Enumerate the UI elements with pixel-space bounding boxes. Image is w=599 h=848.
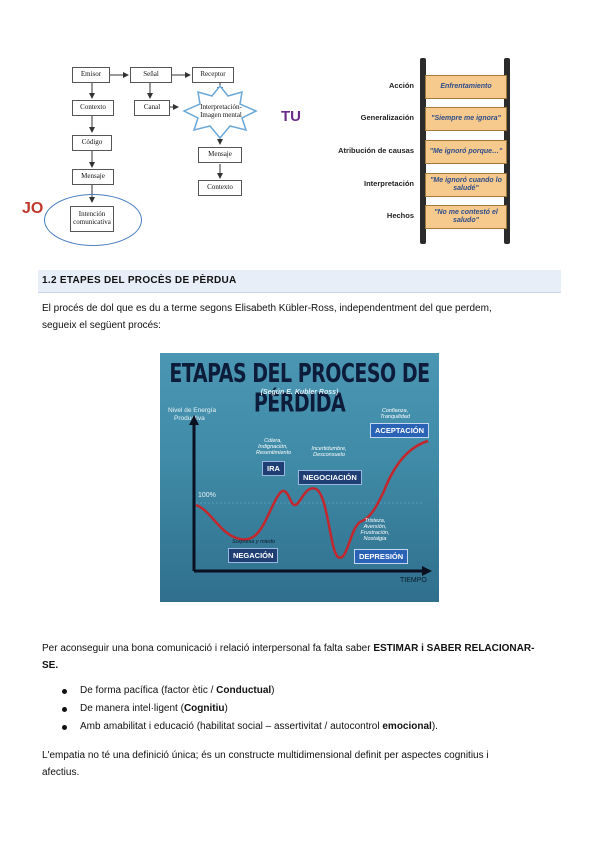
ira-note-3: Resentimiento: [256, 450, 292, 456]
negociacion-note: Incertidumbre, Desconsuelo: [304, 446, 354, 458]
poster-ylabel-1: Nivel de Energía: [168, 407, 217, 414]
interpretacion-label: Interpretación-Imagen mental: [200, 103, 242, 119]
stage-negacion: NEGACIÓN: [228, 548, 279, 563]
comm-line-1-text: Per aconseguir una bona comunicació i re…: [42, 643, 374, 654]
depresion-note: Tristeza, Aversión, Frustración, Nostalg…: [356, 518, 394, 542]
comm-line-1-bold: ESTIMAR i SABER RELACIONAR-: [373, 643, 535, 654]
comm-line-1: Per aconseguir una bona comunicació i re…: [42, 640, 534, 657]
communication-flowchart: Emisor Señal Receptor Contexto Canal Int…: [44, 56, 272, 246]
ladder-step-accion: Enfrentamiento: [425, 75, 507, 99]
ladder-label-generalizacion: Generalización: [360, 113, 414, 122]
bullet-text: Amb amabilitat i educació (habilitat soc…: [80, 721, 383, 732]
poster-y-arrow: [189, 415, 199, 425]
ladder-label-hechos: Hechos: [386, 211, 414, 220]
poster-x-arrow: [422, 566, 432, 576]
stage-aceptacion: ACEPTACIÓN: [370, 423, 430, 438]
intro-line-1: El procés de dol que es du a terme segon…: [42, 303, 492, 314]
bullet-text: De forma pacífica (factor ètic /: [80, 685, 217, 696]
emisor-box: Emisor: [72, 67, 110, 83]
intencion-ellipse: [44, 194, 142, 246]
bullet-bold: Conductual: [216, 685, 272, 696]
negociacion-note-2: Desconsuelo: [313, 452, 345, 458]
poster-hundred-label: 100%: [198, 492, 216, 499]
senal-box: Señal: [130, 67, 172, 83]
ladder-of-inference: Acción Enfrentamiento Generalización "Si…: [322, 56, 522, 246]
bullet-list: De forma pacífica (factor ètic / Conduct…: [60, 682, 438, 736]
contexto-box-2: Contexto: [198, 180, 242, 196]
depresion-note-2: Aversión,: [363, 524, 387, 530]
aceptacion-note-1: Confianza,: [381, 408, 409, 414]
stage-negociacion: NEGOCIACIÓN: [298, 470, 362, 485]
bullet-item: De forma pacífica (factor ètic / Conduct…: [60, 682, 438, 700]
poster-ylabel-2: Productiva: [174, 415, 205, 422]
stage-depresion: DEPRESIÓN: [354, 549, 409, 564]
intencion-box: Intención comunicativa: [70, 206, 114, 232]
ladder-label-atribucion: Atribución de causas: [338, 146, 414, 155]
tu-label: TU: [281, 108, 301, 125]
empatia-line-2: afectius.: [42, 767, 80, 778]
starburst-shape: [182, 84, 258, 140]
empatia-line-1: L'empatia no té una definició única; és …: [42, 750, 489, 761]
flowchart-arrows: [89, 72, 258, 203]
depresion-note-4: Nostalgia: [363, 536, 387, 542]
ladder-step-atribucion: "Me ignoró porque…": [425, 140, 507, 164]
poster-energy-curve: [195, 439, 429, 559]
bullet-item: De manera intel·ligent (Cognitiu): [60, 700, 438, 718]
bullet-text-end: ).: [431, 721, 438, 732]
negociacion-note-1: Incertidumbre,: [311, 446, 347, 452]
stage-ira: IRA: [262, 461, 285, 476]
ladder-rail-left: [420, 58, 426, 244]
bullet-text-end: ): [271, 685, 275, 696]
bullet-text: De manera intel·ligent (: [80, 703, 184, 714]
comm-line-2: SE.: [42, 660, 59, 671]
poster-curve-chart: [189, 415, 432, 576]
poster-subtitle: (Según E. Kubler Ross): [260, 389, 339, 396]
aceptacion-note: Confianza, Tranquilidad: [370, 408, 420, 420]
bullet-bold: emocional: [382, 721, 432, 732]
depresion-note-1: Tristeza,: [364, 518, 386, 524]
ladder-label-accion: Acción: [388, 81, 414, 90]
ira-note: Cólera, Indignación, Resentimiento: [256, 438, 292, 456]
ira-note-2: Indignación,: [258, 444, 288, 450]
bullet-text-end: ): [224, 703, 228, 714]
poster-xlabel: TIEMPO: [400, 577, 427, 584]
codigo-box: Código: [72, 135, 112, 151]
canal-box: Canal: [134, 100, 170, 116]
jo-label: JO: [22, 200, 44, 217]
ira-note-1: Cólera,: [264, 438, 282, 444]
bullet-item: Amb amabilitat i educació (habilitat soc…: [60, 718, 438, 736]
section-header: 1.2 ETAPES DEL PROCÈS DE PÈRDUA: [38, 270, 561, 293]
ladder-step-generalizacion: "Siempre me ignora": [425, 107, 507, 131]
grief-stages-poster: ETAPAS DEL PROCESO DE PÉRDIDA (Según E. …: [160, 353, 439, 602]
bullet-bold: Cognitiu: [183, 703, 225, 714]
intro-line-2: segueix el següent procés:: [42, 320, 161, 331]
aceptacion-note-2: Tranquilidad: [380, 414, 410, 420]
ladder-rail-right: [504, 58, 510, 244]
ladder-step-hechos: "No me contestó el saludo": [425, 205, 507, 229]
mensaje-box-1: Mensaje: [72, 169, 114, 185]
section-title: 1.2 ETAPES DEL PROCÈS DE PÈRDUA: [42, 275, 237, 286]
receptor-box: Receptor: [192, 67, 234, 83]
ladder-step-interpretacion: "Me ignoró cuando lo saludé": [425, 173, 507, 197]
mensaje-box-2: Mensaje: [198, 147, 242, 163]
contexto-box-1: Contexto: [72, 100, 114, 116]
ladder-label-interpretacion: Interpretación: [363, 179, 414, 188]
depresion-note-3: Frustración,: [360, 530, 390, 536]
poster-title: ETAPAS DEL PROCESO DE PÉRDIDA: [169, 359, 430, 419]
negacion-note: Sorpresa y miedo: [232, 539, 276, 545]
